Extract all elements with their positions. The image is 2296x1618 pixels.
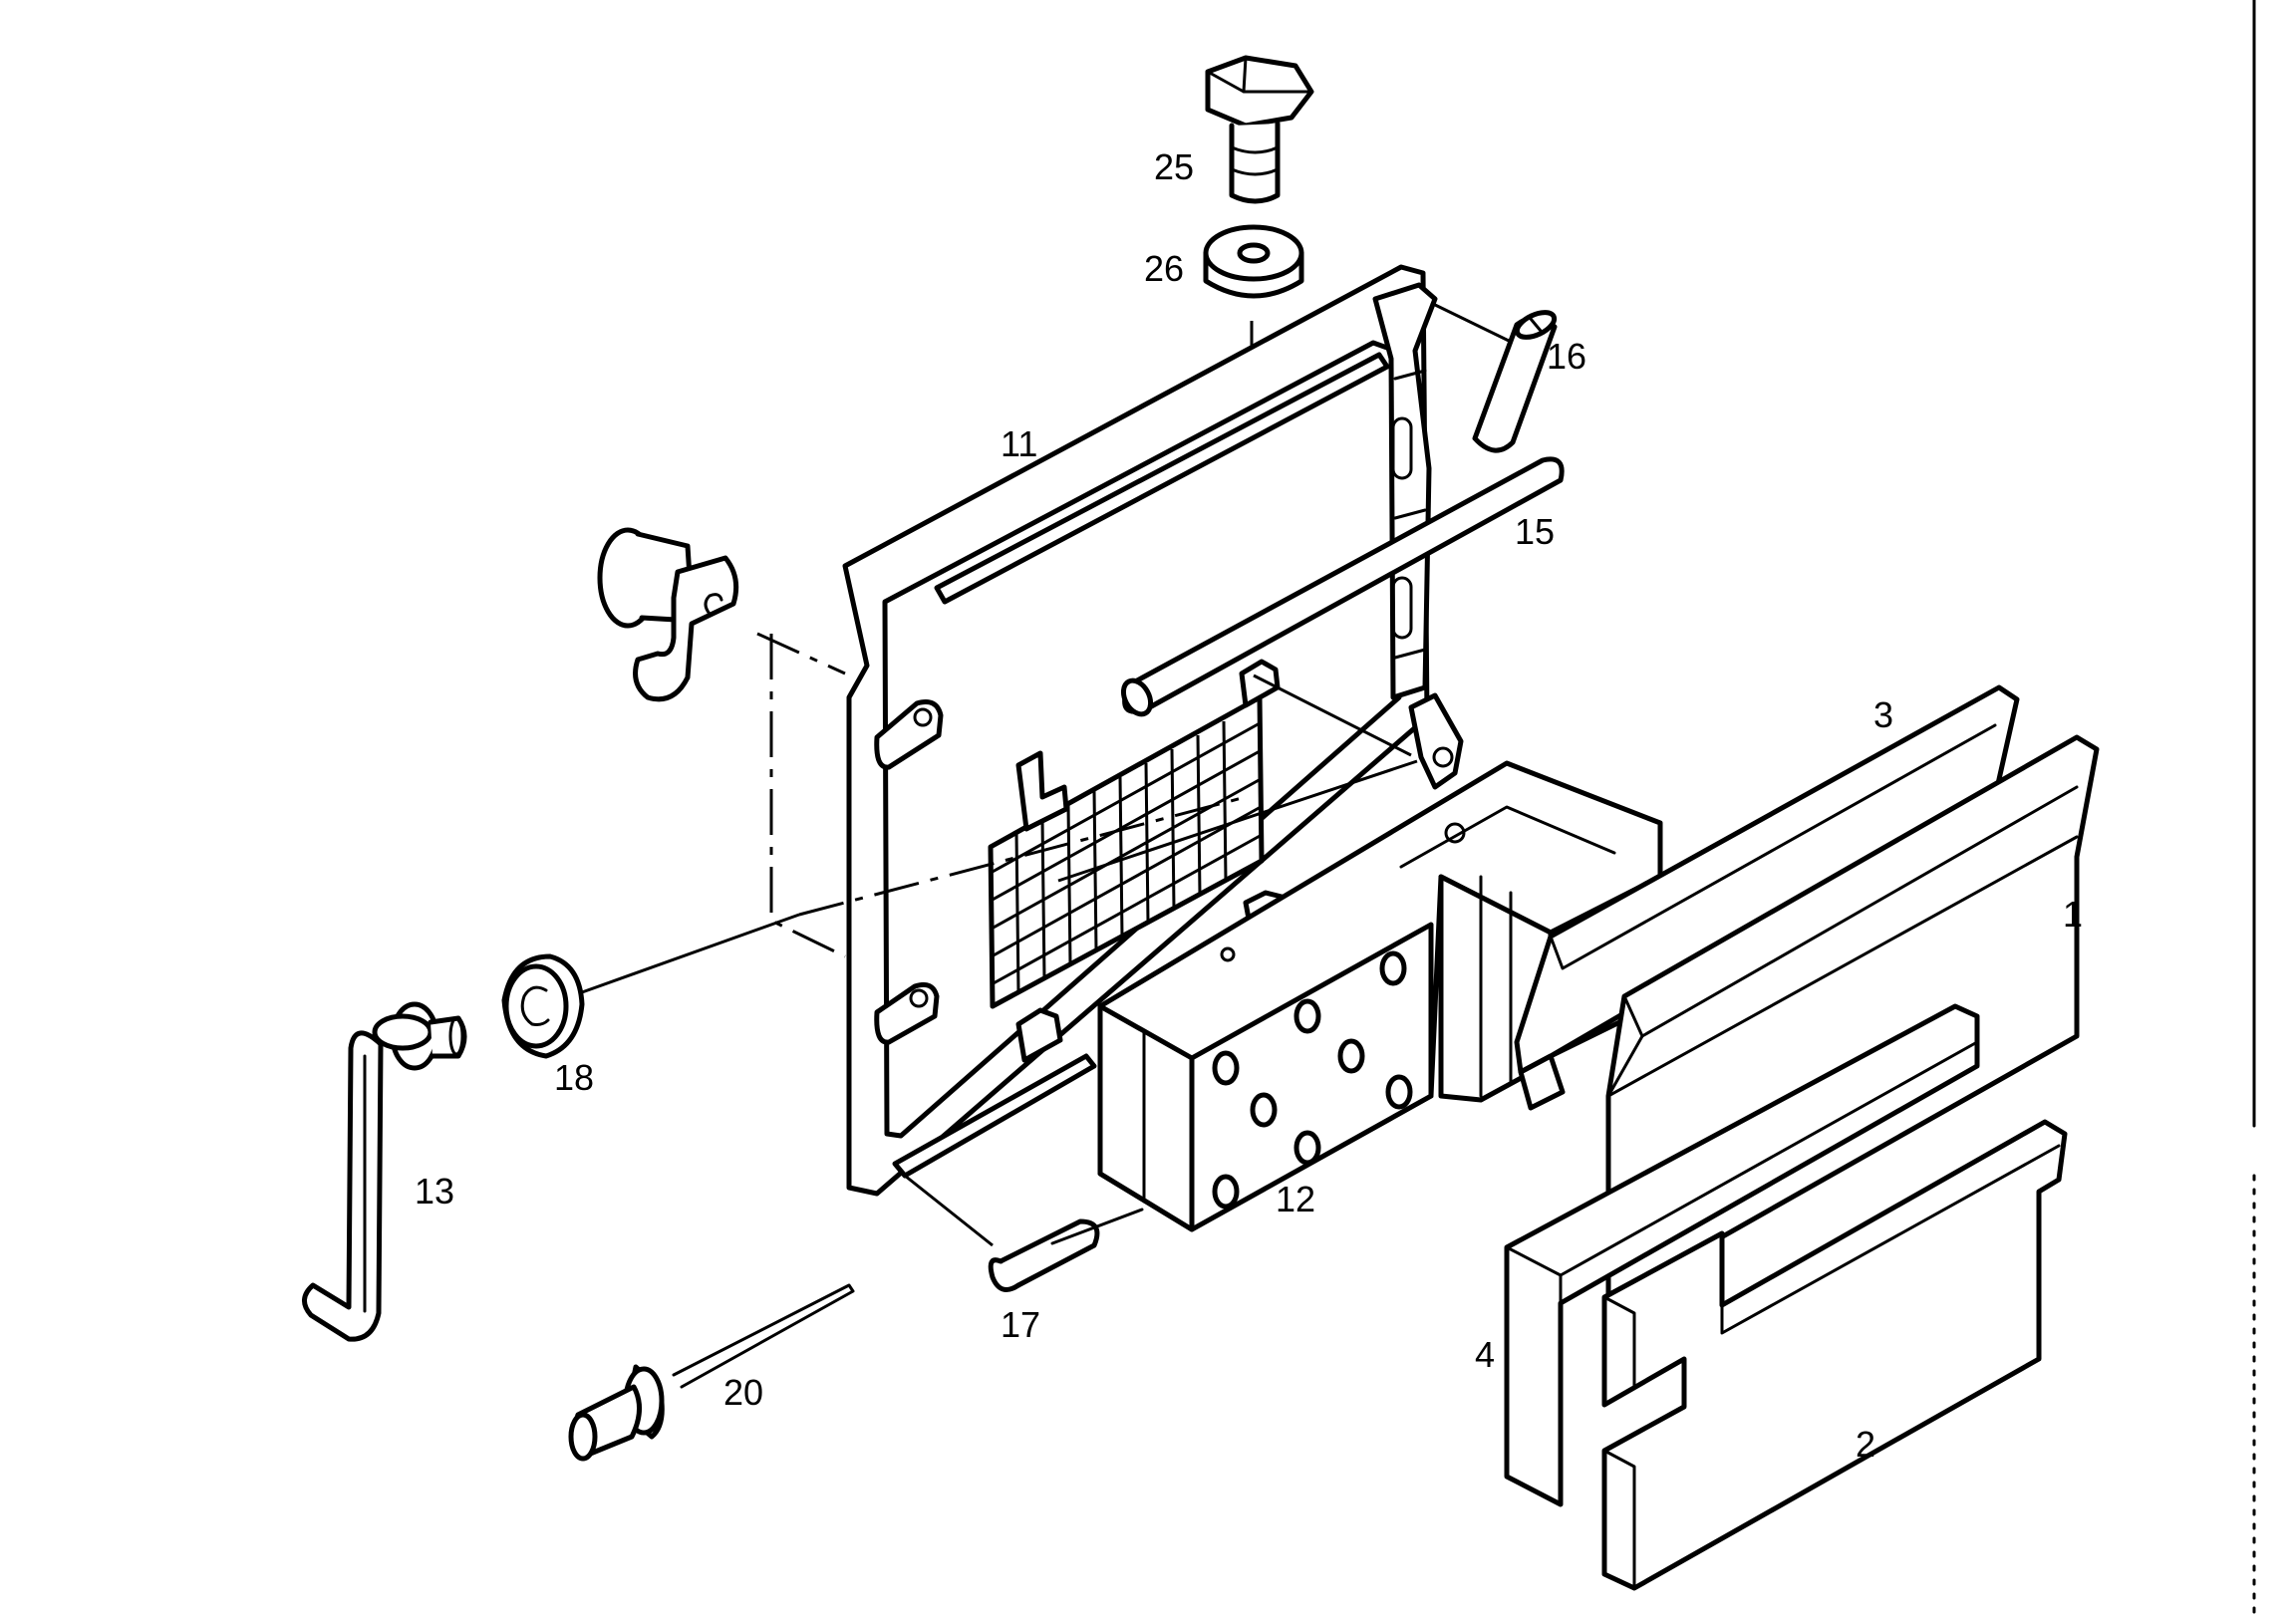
callout-20: 20 [723, 1372, 763, 1413]
part-15-rod [1120, 456, 1565, 717]
leader-to-latch [1253, 674, 1412, 757]
callout-25: 25 [1154, 146, 1194, 187]
part-20-rivet [568, 1283, 855, 1462]
alignment-line-left [769, 634, 846, 958]
mesh-grid [990, 720, 1263, 993]
callout-3: 3 [1873, 694, 1893, 735]
part-17-strip [988, 1208, 1144, 1292]
callout-1: 1 [2063, 894, 2083, 935]
callout-labels: 25 26 16 11 15 3 1 18 13 12 4 17 20 2 [415, 146, 2083, 1465]
leader-16 [1430, 301, 1510, 343]
callout-15: 15 [1515, 511, 1555, 552]
block-holes [1212, 950, 1413, 1210]
part-18-washer [501, 953, 585, 1059]
callout-4: 4 [1475, 1334, 1495, 1375]
part-11-frame [842, 264, 1464, 1197]
callout-13: 13 [415, 1171, 454, 1212]
callout-12: 12 [1276, 1179, 1315, 1219]
part-2-plate [1601, 1119, 2068, 1591]
part-4-plate [1504, 1003, 1980, 1507]
callout-26: 26 [1144, 248, 1184, 289]
callout-18: 18 [554, 1057, 594, 1098]
part-13-handle [302, 1001, 467, 1342]
callout-11: 11 [1001, 423, 1037, 464]
leader-17 [904, 1174, 994, 1247]
callout-2: 2 [1856, 1424, 1875, 1465]
part-16-roll-pin [1472, 310, 1558, 453]
callout-17: 17 [1001, 1304, 1040, 1345]
leader-18 [581, 913, 800, 994]
part-26-washer [1203, 224, 1304, 299]
hinge-clip [597, 527, 739, 702]
part-25-hex-bolt [1205, 55, 1314, 204]
callout-16: 16 [1547, 336, 1586, 377]
leader-mesh [1057, 759, 1418, 883]
